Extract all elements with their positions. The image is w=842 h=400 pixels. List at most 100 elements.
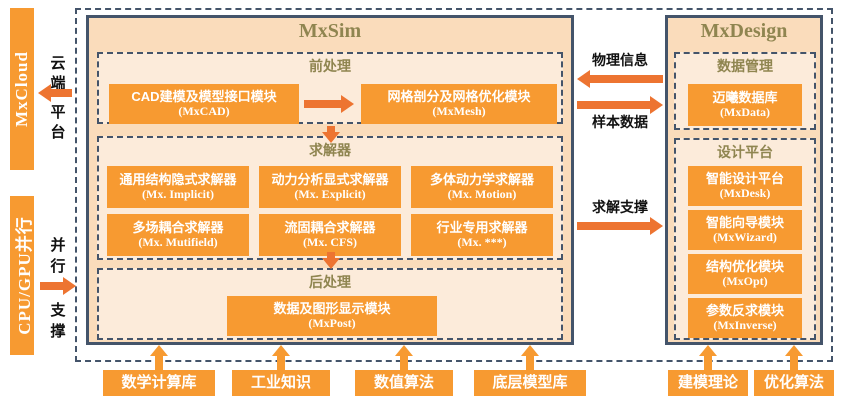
- module-mxinverse-title: 参数反求模块: [705, 303, 784, 319]
- module-mx-explicit-title: 动力分析显式求解器: [271, 172, 389, 188]
- industry-knowledge-arrow-stem: [277, 356, 285, 371]
- mxcad-to-mxmesh-arrow-stem: [304, 100, 342, 108]
- module-mxopt-title: 结构优化模块: [705, 259, 784, 275]
- mxdesign-panel: MxDesign 数据管理 迈曦数据库 (MxData) 设计平台 智能设计平台…: [665, 15, 823, 345]
- solver-support-arrow-stem: [577, 222, 651, 230]
- postprocess-title: 后处理: [309, 274, 351, 290]
- module-mxpost-title: 数据及图形显示模块: [273, 301, 391, 317]
- physical-info-arrow-head: [577, 70, 590, 88]
- mxsim-panel: MxSim 前处理 CAD建模及模型接口模块 (MxCAD) 网格剖分及网格优化…: [86, 15, 574, 345]
- module-mx-implicit-title: 通用结构隐式求解器: [119, 172, 237, 188]
- module-mxdata-code: (MxData): [720, 104, 770, 119]
- module-mxmesh-code: (MxMesh): [432, 103, 486, 118]
- cloud-arrow: [38, 84, 72, 102]
- foundation-industry-knowledge: 工业知识: [232, 370, 330, 396]
- solver-support-arrow: [577, 217, 663, 235]
- module-mx-industry-title: 行业专用求解器: [436, 220, 528, 236]
- sample-data-arrow: [577, 96, 663, 114]
- module-mxdesk-title: 智能设计平台: [705, 171, 784, 187]
- mxdesign-title: MxDesign: [700, 20, 788, 42]
- parallel-char-1: 并: [50, 237, 66, 254]
- numerical-algorithm-arrow: [395, 345, 413, 371]
- cloud-char-3: 平: [50, 104, 66, 121]
- module-mxopt-code: (MxOpt): [722, 273, 768, 288]
- base-model-lib-arrow-stem: [526, 356, 534, 371]
- module-mx-industry: 行业专用求解器 (Mx. ***): [411, 214, 553, 256]
- solver-section: 求解器 通用结构隐式求解器 (Mx. Implicit) 动力分析显式求解器 (…: [97, 136, 563, 260]
- optimization-algorithm-arrow-stem: [790, 356, 798, 371]
- module-mxwizard-title: 智能向导模块: [705, 215, 784, 231]
- outer-dashed-frame: [75, 8, 833, 362]
- foundation-math-lib: 数学计算库: [103, 370, 215, 396]
- module-mxdesk: 智能设计平台 (MxDesk): [688, 166, 802, 206]
- mxcad-to-mxmesh-arrow-head: [341, 95, 354, 113]
- sample-data-arrow-stem: [577, 101, 651, 109]
- design-platform-title: 设计平台: [717, 144, 773, 160]
- solver-to-post-arrow: [322, 252, 340, 269]
- mxcloud-bar-label: MxCloud: [12, 51, 31, 127]
- module-mxopt: 结构优化模块 (MxOpt): [688, 254, 802, 294]
- parallel-arrow-head: [63, 277, 76, 295]
- module-mx-explicit-code: (Mx. Explicit): [294, 186, 366, 201]
- physical-info-arrow-stem: [589, 75, 663, 83]
- math-lib-arrow-head: [150, 345, 168, 356]
- math-lib-arrow-stem: [155, 356, 163, 371]
- sample-data-arrow-head: [650, 96, 663, 114]
- math-lib-arrow: [150, 345, 168, 371]
- solver-title: 求解器: [309, 142, 351, 158]
- module-mx-explicit: 动力分析显式求解器 (Mx. Explicit): [259, 166, 401, 208]
- cpu-gpu-bar: CPU/GPU并行: [10, 196, 34, 355]
- module-mxcad-title: CAD建模及模型接口模块: [131, 89, 277, 105]
- module-mxcad-code: (MxCAD): [178, 103, 230, 118]
- module-mx-motion: 多体动力学求解器 (Mx. Motion): [411, 166, 553, 208]
- module-mxpost: 数据及图形显示模块 (MxPost): [227, 296, 437, 336]
- module-mxinverse: 参数反求模块 (MxInverse): [688, 298, 802, 338]
- pre-to-solver-arrow-stem: [327, 126, 335, 132]
- cpu-gpu-bar-label: CPU/GPU并行: [14, 216, 34, 335]
- module-mxdesk-code: (MxDesk): [719, 185, 771, 200]
- data-management-section: 数据管理 迈曦数据库 (MxData): [674, 52, 816, 130]
- module-mx-motion-title: 多体动力学求解器: [429, 172, 534, 188]
- cloud-arrow-head: [38, 84, 51, 102]
- parallel-arrow-stem: [40, 282, 64, 290]
- module-mx-mutifield: 多场耦合求解器 (Mx. Mutifield): [107, 214, 249, 256]
- pre-to-solver-arrow-head: [322, 132, 340, 143]
- parallel-char-2: 行: [50, 258, 66, 275]
- module-mx-implicit-code: (Mx. Implicit): [142, 186, 214, 201]
- base-model-lib-arrow-head: [521, 345, 539, 356]
- module-mxmesh-title: 网格剖分及网格优化模块: [387, 89, 531, 105]
- module-mxinverse-code: (MxInverse): [713, 317, 777, 332]
- data-management-title: 数据管理: [717, 58, 773, 74]
- module-mxmesh: 网格剖分及网格优化模块 (MxMesh): [361, 84, 557, 124]
- module-mx-implicit: 通用结构隐式求解器 (Mx. Implicit): [107, 166, 249, 208]
- pre-to-solver-arrow: [322, 126, 340, 143]
- sample-data-label: 样本数据: [592, 114, 648, 130]
- modeling-theory-arrow: [699, 345, 717, 371]
- physical-info-arrow: [577, 70, 663, 88]
- module-mxdata-title: 迈曦数据库: [712, 90, 778, 106]
- numerical-algorithm-arrow-head: [395, 345, 413, 356]
- solver-to-post-arrow-stem: [327, 252, 335, 258]
- preprocess-title: 前处理: [309, 58, 351, 74]
- mxcad-to-mxmesh-arrow: [304, 95, 354, 113]
- preprocess-section: 前处理 CAD建模及模型接口模块 (MxCAD) 网格剖分及网格优化模块 (Mx…: [97, 52, 563, 124]
- module-mx-motion-code: (Mx. Motion): [447, 186, 517, 201]
- industry-knowledge-arrow: [272, 345, 290, 371]
- module-mx-cfs-code: (Mx. CFS): [303, 234, 357, 249]
- parallel-arrow: [40, 277, 76, 295]
- modeling-theory-arrow-stem: [704, 356, 712, 371]
- module-mxwizard-code: (MxWizard): [713, 229, 777, 244]
- optimization-algorithm-arrow: [785, 345, 803, 371]
- parallel-char-3: 支: [50, 302, 66, 319]
- physical-info-label: 物理信息: [592, 52, 648, 68]
- design-platform-section: 设计平台 智能设计平台 (MxDesk) 智能向导模块 (MxWizard) 结…: [674, 138, 816, 340]
- mxcloud-bar: MxCloud: [10, 8, 34, 170]
- numerical-algorithm-arrow-stem: [400, 356, 408, 371]
- foundation-numerical-algorithm: 数值算法: [355, 370, 453, 396]
- foundation-base-model-lib: 底层模型库: [474, 370, 586, 396]
- module-mxdata: 迈曦数据库 (MxData): [688, 84, 802, 126]
- industry-knowledge-arrow-head: [272, 345, 290, 356]
- foundation-modeling-theory: 建模理论: [668, 370, 748, 396]
- module-mx-mutifield-code: (Mx. Mutifield): [138, 234, 218, 249]
